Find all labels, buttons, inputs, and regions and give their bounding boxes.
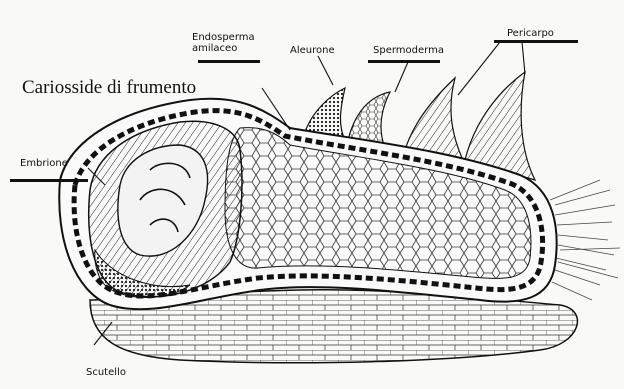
label-spermoderma: Spermoderma bbox=[373, 45, 444, 56]
page-title: Cariosside di frumento bbox=[22, 77, 196, 99]
label-scutello: Scutello bbox=[86, 367, 126, 378]
label-endosperma: Endosperma amilaceo bbox=[192, 32, 255, 54]
label-aleurone: Aleurone bbox=[290, 45, 335, 56]
pericarp-spike-3 bbox=[405, 78, 462, 158]
label-bar-endosperma bbox=[198, 60, 260, 63]
label-bar-embrione bbox=[10, 179, 88, 182]
label-bar-pericarpo bbox=[494, 40, 578, 43]
label-embrione: Embrione bbox=[20, 158, 68, 169]
label-bar-spermoderma bbox=[368, 60, 440, 63]
hairs bbox=[550, 180, 620, 300]
label-pericarpo: Pericarpo bbox=[507, 28, 554, 39]
